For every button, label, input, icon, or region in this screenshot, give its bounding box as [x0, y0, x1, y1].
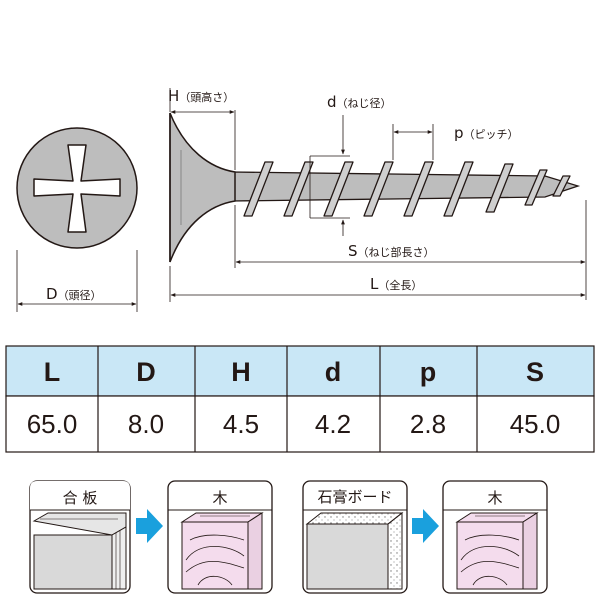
- dim-d-desc: （ねじ径）: [337, 97, 392, 110]
- dim-H-symbol: H: [168, 87, 179, 105]
- screw-side-view: [169, 112, 581, 263]
- wood-label-1: 木: [212, 489, 227, 507]
- svg-text:S（ねじ部長さ）: S（ねじ部長さ）: [348, 242, 435, 260]
- table-value-H: 4.5: [223, 409, 259, 439]
- table-value-L: 65.0: [27, 409, 78, 439]
- dim-d-symbol: d: [327, 93, 337, 111]
- dim-H-desc: （頭高さ）: [179, 90, 234, 104]
- application-plywood: 合 板: [29, 480, 131, 594]
- dim-H: H（頭高さ）: [168, 87, 236, 170]
- table-header-H: H: [231, 357, 251, 387]
- table-value-d: 4.2: [315, 409, 351, 439]
- dim-D-desc: （頭径）: [58, 289, 102, 302]
- spec-table: L D H d p S 65.0 8.0 4.5 4.2 2.8 45.0: [5, 345, 595, 453]
- dim-D: D（頭径）: [16, 250, 138, 312]
- application-wood-2: 木: [442, 480, 548, 594]
- plywood-board-icon: [32, 512, 127, 590]
- dim-d: d（ねじ径）: [309, 93, 392, 236]
- gypsum-board-label: 石膏ボード: [317, 488, 392, 506]
- svg-text:p（ピッチ）: p（ピッチ）: [454, 124, 519, 142]
- application-gypsum-board: 石膏ボード: [302, 480, 408, 594]
- dim-S-desc: （ねじ部長さ）: [358, 245, 435, 259]
- wood-block-icon: [455, 512, 539, 590]
- table-value-S: 45.0: [510, 409, 561, 439]
- arrow-icon: [136, 509, 163, 543]
- gypsum-board-icon: [305, 511, 404, 590]
- dim-S: S（ねじ部長さ）: [234, 200, 587, 300]
- svg-text:d（ねじ径）: d（ねじ径）: [327, 93, 392, 111]
- table-header-S: S: [526, 357, 544, 387]
- table-header-D: D: [136, 357, 156, 387]
- dim-L-symbol: L: [370, 275, 379, 293]
- table-value-D: 8.0: [128, 409, 164, 439]
- svg-text:L（全長）: L（全長）: [370, 275, 422, 293]
- plywood-label: 合 板: [63, 489, 98, 507]
- svg-text:H（頭高さ）: H（頭高さ）: [168, 87, 234, 105]
- phillips-cross-recess: [33, 144, 121, 233]
- dim-p-symbol: p: [454, 124, 464, 142]
- dim-p: p（ピッチ）: [392, 124, 519, 160]
- wood-block-icon: [180, 512, 264, 590]
- table-header-p: p: [420, 357, 437, 387]
- application-wood-1: 木: [167, 480, 273, 594]
- dim-L-desc: （全長）: [378, 278, 422, 292]
- screw-head-front-view: [16, 127, 138, 249]
- dim-D-symbol: D: [46, 285, 58, 303]
- dim-p-desc: （ピッチ）: [464, 128, 519, 141]
- wood-label-2: 木: [487, 489, 502, 507]
- svg-text:D（頭径）: D（頭径）: [46, 285, 102, 303]
- dim-L: L（全長）: [169, 266, 586, 302]
- table-value-p: 2.8: [410, 409, 446, 439]
- table-header-d: d: [325, 357, 342, 387]
- arrow-icon: [412, 509, 439, 543]
- dim-S-symbol: S: [348, 242, 358, 260]
- table-header-L: L: [44, 357, 61, 387]
